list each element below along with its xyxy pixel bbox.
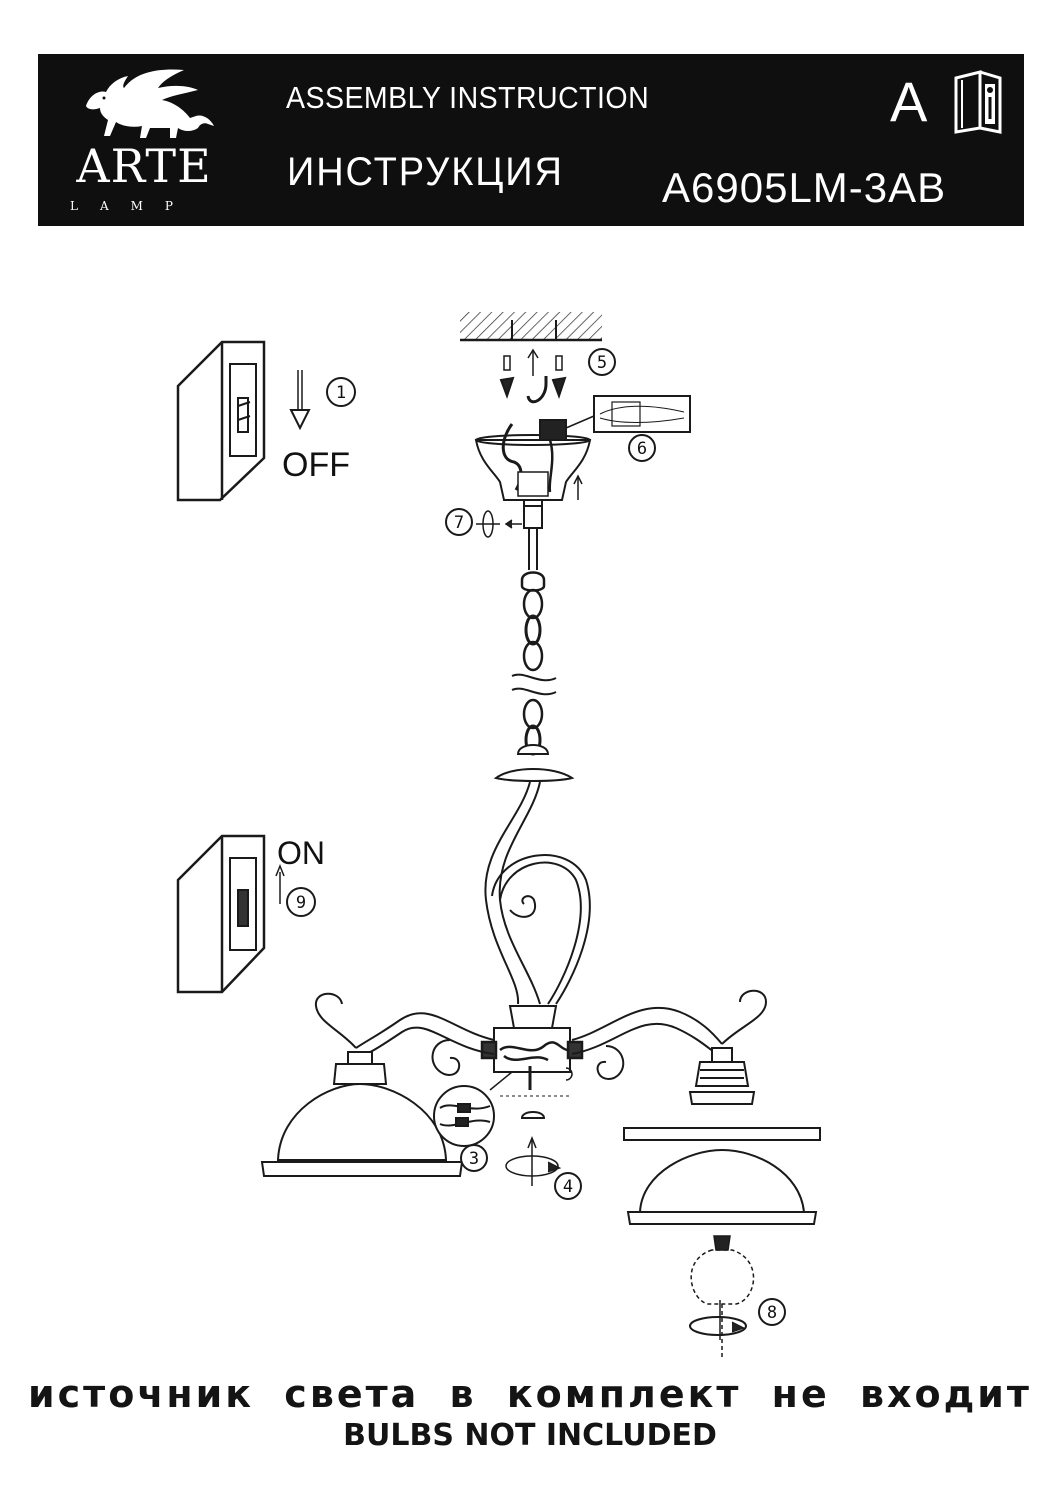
model-number: A6905LM-3AB bbox=[662, 164, 947, 211]
switch-on-label: ON bbox=[277, 835, 325, 871]
canopy bbox=[474, 419, 592, 501]
step-9-marker bbox=[286, 887, 316, 917]
right-socket bbox=[688, 1061, 756, 1105]
terminal-block-detail bbox=[565, 395, 691, 433]
wall-switch-on-icon bbox=[176, 834, 266, 994]
right-shade bbox=[626, 1148, 818, 1225]
info-book-icon bbox=[954, 70, 1002, 134]
title-russian: ИНСТРУКЦИЯ bbox=[287, 150, 564, 194]
shade-ring bbox=[623, 1127, 821, 1141]
bottom-finial bbox=[500, 1095, 570, 1186]
rotate-canopy-icon bbox=[476, 510, 522, 538]
griffin-logo-icon bbox=[86, 69, 214, 138]
step-8-marker bbox=[758, 1298, 786, 1326]
left-arm bbox=[314, 992, 495, 1076]
step-1-marker bbox=[326, 377, 356, 407]
left-shade bbox=[260, 1063, 464, 1177]
footer-note-english: BULBS NOT INCLUDED bbox=[343, 1418, 717, 1453]
step-6-marker bbox=[628, 434, 656, 462]
step-3-marker bbox=[460, 1144, 488, 1172]
header-bar bbox=[38, 54, 1024, 226]
rotate-bulb-icon bbox=[689, 1300, 747, 1340]
step-3-label: 3 bbox=[469, 1149, 479, 1169]
mounting-screws-icon bbox=[499, 348, 567, 404]
step-7-label: 7 bbox=[454, 513, 464, 533]
arrow-down-icon bbox=[289, 370, 311, 431]
right-arm bbox=[571, 989, 768, 1080]
footer-note-russian: источник света в комплект не входит bbox=[28, 1372, 1032, 1416]
step-8-label: 8 bbox=[767, 1303, 777, 1323]
step-9-label: 9 bbox=[296, 893, 306, 913]
step-4-marker bbox=[554, 1172, 582, 1200]
arrow-up-icon bbox=[275, 863, 285, 904]
title-english: ASSEMBLY INSTRUCTION bbox=[286, 80, 650, 115]
switch-off-label: OFF bbox=[282, 446, 350, 484]
brand-sub-text: LAMP bbox=[70, 199, 195, 213]
step-7-marker bbox=[445, 508, 473, 536]
step-5-marker bbox=[588, 348, 616, 376]
central-arm bbox=[484, 781, 591, 1073]
brand-logo-text: ARTE bbox=[76, 139, 212, 193]
bulb-icon bbox=[690, 1235, 755, 1360]
wall-switch-off-icon bbox=[176, 340, 266, 502]
ceiling-icon bbox=[460, 312, 602, 340]
category-letter: A bbox=[890, 70, 928, 133]
step-4-label: 4 bbox=[563, 1177, 573, 1197]
wire-connector-detail bbox=[433, 1071, 513, 1147]
step-5-label: 5 bbox=[597, 353, 607, 373]
step-1-label: 1 bbox=[336, 383, 346, 403]
step-6-label: 6 bbox=[637, 439, 647, 459]
chain bbox=[520, 571, 546, 756]
